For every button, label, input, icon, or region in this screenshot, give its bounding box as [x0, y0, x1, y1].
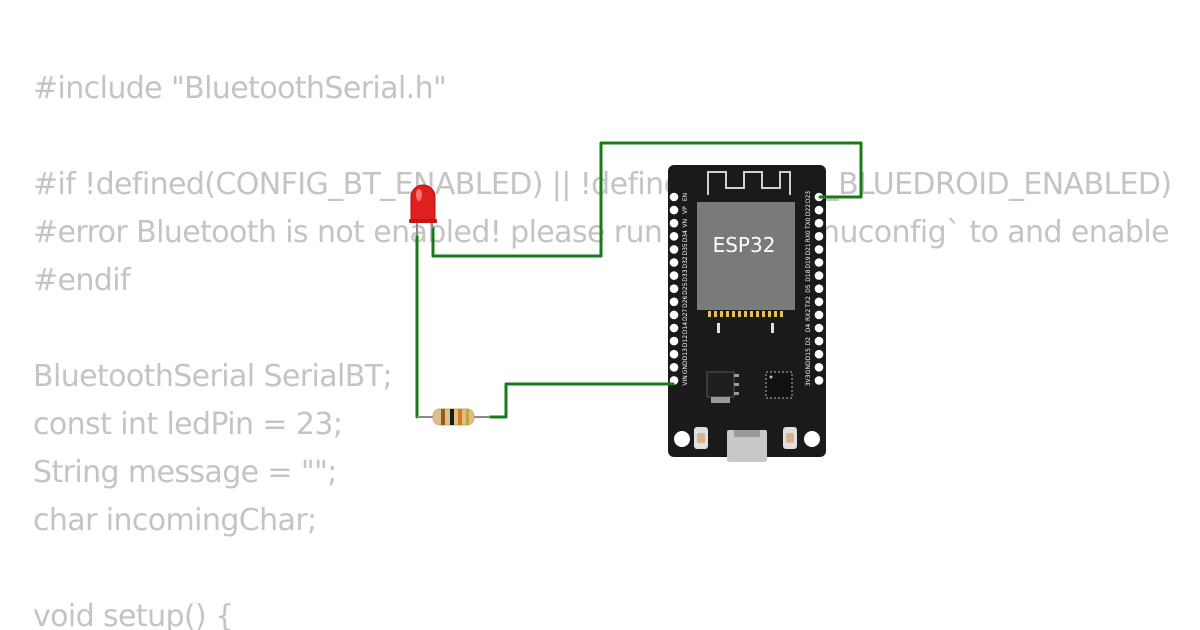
- pin-en[interactable]: [669, 192, 679, 202]
- pin-d21[interactable]: [814, 245, 824, 254]
- pin-label-3v3: 3V3: [805, 374, 812, 386]
- pin-d34[interactable]: [669, 232, 679, 241]
- wire-d23-led[interactable]: [431, 141, 863, 258]
- resistor-icon[interactable]: [417, 408, 490, 426]
- pin-label-gnd: GND: [805, 360, 812, 374]
- pin-3v3[interactable]: [814, 376, 824, 385]
- usb-bridge-chip: [765, 371, 793, 399]
- wires: [415, 141, 863, 419]
- pin-label-vp: VP: [682, 206, 689, 214]
- pin-d18[interactable]: [814, 271, 824, 280]
- code-line: String message = "";: [33, 455, 337, 490]
- esp32-board[interactable]: ESP32: [668, 165, 826, 462]
- code-line: BluetoothSerial SerialBT;: [33, 359, 393, 394]
- pin-gnd[interactable]: [669, 363, 679, 372]
- code-line: char incomingChar;: [33, 503, 317, 538]
- code-line: #include "BluetoothSerial.h": [33, 71, 447, 106]
- pin-tx0[interactable]: [814, 218, 824, 228]
- pin-label-d21: D21: [805, 243, 812, 255]
- pin-label-d4: D4: [805, 324, 812, 333]
- led-icon[interactable]: [409, 184, 437, 236]
- pin-label-tx2: TX2: [805, 296, 812, 309]
- pin-label-d22: D22: [805, 204, 812, 216]
- pin-label-vin: VIN: [682, 375, 689, 385]
- antenna-icon: [707, 171, 791, 195]
- pin-label-rx0: RX0: [805, 230, 812, 242]
- pin-label-d13: D13: [682, 348, 689, 360]
- micro-usb-icon: [727, 430, 767, 462]
- boot-button[interactable]: [783, 427, 797, 449]
- pin-d35[interactable]: [669, 245, 679, 254]
- wire-resistor-gnd[interactable]: [488, 382, 675, 419]
- pin-label-d32: D32: [682, 256, 689, 268]
- pin-rx0[interactable]: [814, 232, 824, 241]
- pin-vp[interactable]: [669, 205, 679, 215]
- regulator-chip: [706, 371, 735, 398]
- code-line: void setup() {: [33, 599, 234, 630]
- pin-label-d14: D14: [682, 322, 689, 334]
- mounting-hole: [674, 431, 690, 447]
- pin-label-d27: D27: [682, 309, 689, 321]
- pin-label-d15: D15: [805, 348, 812, 360]
- pin-label-tx0: TX0: [805, 217, 812, 230]
- pin-label-d23: D23: [805, 191, 812, 203]
- pin-label-en: EN: [682, 193, 689, 201]
- pin-d19[interactable]: [814, 258, 824, 267]
- left-pin-header: EN VP VN D34D35D32D33D25D26D27D14D12D13GNDV…: [669, 192, 689, 386]
- pin-label-gnd: GND: [682, 360, 689, 374]
- code-line: const int ledPin = 23;: [33, 407, 343, 442]
- pin-d25[interactable]: [669, 284, 679, 294]
- mounting-hole: [804, 431, 820, 447]
- pin-d2[interactable]: [814, 336, 824, 346]
- pin-label-d26: D26: [682, 295, 689, 307]
- pin-d22[interactable]: [814, 205, 824, 215]
- chip-label: ESP32: [713, 233, 776, 257]
- chip-module: [697, 202, 795, 310]
- right-pin-header: D23D22TX0RX0D21D19D18D5TX2RX2D4D2D15GND3…: [805, 191, 824, 386]
- pin-label-d18: D18: [805, 269, 812, 281]
- pin-label-d5: D5: [805, 284, 812, 293]
- pin-d13[interactable]: [669, 349, 679, 359]
- pin-d12[interactable]: [669, 336, 679, 346]
- pin-label-d25: D25: [682, 282, 689, 294]
- pin-vn[interactable]: [669, 218, 679, 228]
- pin-d32[interactable]: [669, 258, 679, 267]
- pin-label-d34: D34: [682, 230, 689, 242]
- pin-rx2[interactable]: [814, 310, 824, 320]
- pin-d15[interactable]: [814, 349, 824, 359]
- pin-label-vn: VN: [682, 219, 689, 228]
- pin-label-d12: D12: [682, 335, 689, 347]
- pin-d4[interactable]: [814, 323, 824, 333]
- pin-label-d35: D35: [682, 243, 689, 255]
- pin-d14[interactable]: [669, 323, 679, 333]
- pin-label-d19: D19: [805, 256, 812, 268]
- en-button[interactable]: [694, 427, 708, 449]
- pin-d33[interactable]: [669, 271, 679, 280]
- pin-d5[interactable]: [814, 284, 824, 294]
- pin-label-d33: D33: [682, 269, 689, 281]
- pin-tx2[interactable]: [814, 297, 824, 307]
- chip-pads: [708, 311, 783, 317]
- code-line: #endif: [33, 263, 131, 298]
- pin-d27[interactable]: [669, 310, 679, 320]
- pin-label-rx2: RX2: [805, 309, 812, 321]
- pin-label-d2: D2: [805, 337, 812, 346]
- pin-d26[interactable]: [669, 297, 679, 307]
- pin-gnd[interactable]: [814, 363, 824, 372]
